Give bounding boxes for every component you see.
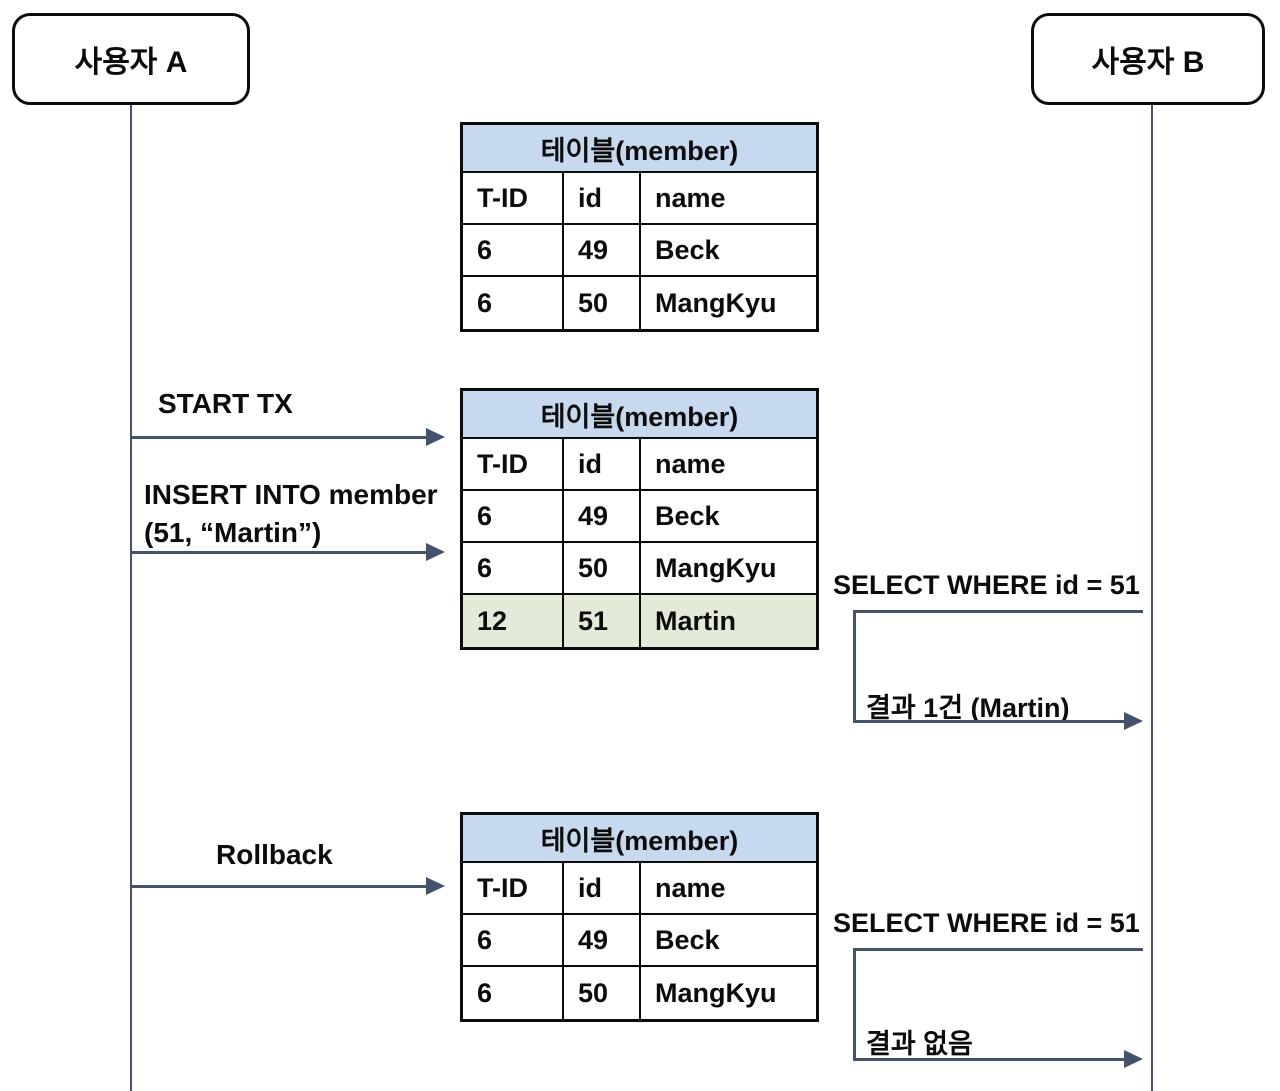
lifeline-user-a — [130, 105, 132, 1091]
select1-result-arrow — [853, 712, 1143, 730]
select1-call-line — [853, 610, 1143, 613]
header-cell: id — [564, 173, 641, 223]
cell-name: Martin — [655, 605, 736, 636]
table-title: 테이블(member) — [463, 391, 816, 439]
header-cell: name — [655, 448, 726, 479]
header-cell: T-ID — [463, 439, 564, 489]
table-header-row: T-ID id name — [463, 439, 816, 491]
message-result1-label: 결과 1건 (Martin) — [866, 693, 1070, 723]
cell-name: Beck — [655, 500, 720, 531]
select2-call-line — [853, 948, 1143, 951]
header-cell: name — [655, 872, 726, 903]
cell-tid: 6 — [463, 543, 564, 593]
message-insert-label: INSERT INTO member (51, “Martin”) — [144, 476, 438, 552]
cell-id: 49 — [564, 225, 641, 275]
cell-name: MangKyu — [655, 552, 777, 583]
cell-id: 49 — [564, 915, 641, 965]
actor-user-a: 사용자 A — [12, 13, 250, 105]
header-cell: id — [564, 439, 641, 489]
cell-id: 49 — [564, 491, 641, 541]
message-insert-line1: INSERT INTO member — [144, 479, 438, 510]
select2-bracket-line — [853, 948, 856, 1061]
header-cell: name — [655, 182, 726, 213]
cell-name: MangKyu — [655, 287, 777, 318]
table-row: 6 49 Beck — [463, 491, 816, 543]
table-row: 6 50 MangKyu — [463, 543, 816, 595]
cell-tid: 6 — [463, 491, 564, 541]
message-select2-label: SELECT WHERE id = 51 — [833, 908, 1140, 938]
actor-user-a-label: 사용자 A — [74, 46, 188, 79]
message-start-tx-label: START TX — [158, 388, 293, 419]
table-member-initial: 테이블(member) T-ID id name 6 49 Beck 6 50 … — [460, 122, 819, 332]
cell-id: 50 — [564, 277, 641, 329]
message-rollback-arrow — [131, 877, 445, 895]
table-title: 테이블(member) — [463, 125, 816, 173]
message-select1-label: SELECT WHERE id = 51 — [833, 570, 1140, 600]
table-row: 6 50 MangKyu — [463, 967, 816, 1019]
cell-name: Beck — [655, 924, 720, 955]
header-cell: T-ID — [463, 863, 564, 913]
lifeline-user-b — [1151, 105, 1153, 1091]
cell-tid: 6 — [463, 967, 564, 1019]
table-title: 테이블(member) — [463, 815, 816, 863]
message-rollback-label: Rollback — [216, 839, 333, 870]
cell-id: 51 — [564, 595, 641, 647]
cell-name: Beck — [655, 234, 720, 265]
header-cell: T-ID — [463, 173, 564, 223]
cell-id: 50 — [564, 543, 641, 593]
cell-id: 50 — [564, 967, 641, 1019]
select2-result-arrow — [853, 1050, 1143, 1068]
table-row: 6 49 Beck — [463, 915, 816, 967]
cell-tid: 6 — [463, 915, 564, 965]
message-start-tx-arrow — [131, 428, 445, 446]
cell-tid: 12 — [463, 595, 564, 647]
select1-bracket-line — [853, 610, 856, 723]
message-insert-arrow — [131, 543, 445, 561]
cell-name: MangKyu — [655, 977, 777, 1008]
cell-tid: 6 — [463, 225, 564, 275]
table-row-highlighted-martin: 12 51 Martin — [463, 595, 816, 647]
table-header-row: T-ID id name — [463, 863, 816, 915]
table-member-after-insert: 테이블(member) T-ID id name 6 49 Beck 6 50 … — [460, 388, 819, 650]
table-header-row: T-ID id name — [463, 173, 816, 225]
cell-tid: 6 — [463, 277, 564, 329]
table-member-after-rollback: 테이블(member) T-ID id name 6 49 Beck 6 50 … — [460, 812, 819, 1022]
table-row: 6 50 MangKyu — [463, 277, 816, 329]
actor-user-b-label: 사용자 B — [1091, 46, 1205, 79]
actor-user-b: 사용자 B — [1031, 13, 1265, 105]
message-insert-line2: (51, “Martin”) — [144, 517, 322, 548]
header-cell: id — [564, 863, 641, 913]
message-result2-label: 결과 없음 — [866, 1029, 973, 1059]
table-row: 6 49 Beck — [463, 225, 816, 277]
